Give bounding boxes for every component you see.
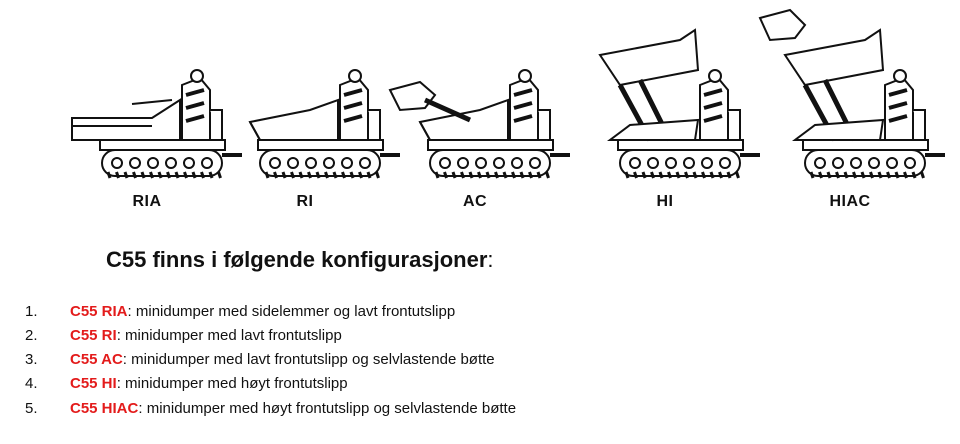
config-description: : minidumper med lavt frontutslipp: [116, 327, 342, 344]
machine-label: AC: [462, 193, 488, 210]
list-text: C55 HIAC: minidumper med høyt frontutsli…: [70, 400, 516, 417]
page-title: C55 finns i følgende konfigurasjoner:: [106, 247, 494, 273]
config-description: : minidumper med høyt frontutslipp: [116, 375, 348, 392]
config-description: : minidumper med sidelemmer og lavt fron…: [127, 303, 456, 320]
config-code: C55 RIA: [70, 303, 128, 320]
list-text: C55 RI: minidumper med lavt frontutslipp: [70, 327, 342, 344]
machine-ac: [380, 0, 578, 195]
list-number: 5.: [25, 400, 38, 417]
machine-ria: [52, 0, 250, 195]
machine-label: HI: [656, 193, 674, 210]
minidumper-ria-drawing: [71, 69, 250, 179]
config-code: C55 HI: [70, 375, 117, 392]
list-text: C55 RIA: minidumper med sidelemmer og la…: [70, 303, 455, 320]
minidumper-ac-drawing: [388, 69, 578, 179]
config-description: : minidumper med lavt frontutslipp og se…: [122, 351, 495, 368]
machine-label: HIAC: [829, 193, 871, 210]
machine-ri: [210, 0, 408, 195]
config-code: C55 AC: [70, 351, 123, 368]
minidumper-hi-drawing: [598, 28, 768, 179]
list-text: C55 HI: minidumper med høyt frontutslipp: [70, 375, 348, 392]
list-number: 1.: [25, 303, 38, 320]
list-number: 2.: [25, 327, 38, 344]
list-number: 4.: [25, 375, 38, 392]
machine-label: RIA: [132, 193, 162, 210]
config-description: : minidumper med høyt frontutslipp og se…: [138, 400, 517, 417]
minidumper-ri-drawing: [248, 69, 408, 179]
list-number: 3.: [25, 351, 38, 368]
config-code: C55 RI: [70, 327, 117, 344]
config-code: C55 HIAC: [70, 400, 139, 417]
heading-text: C55 finns i følgende konfigurasjoner: [106, 247, 488, 272]
machine-label: RI: [296, 193, 314, 210]
machine-hiac: [755, 0, 953, 195]
machine-hi: [570, 0, 768, 195]
heading-colon: :: [487, 247, 494, 272]
list-text: C55 AC: minidumper med lavt frontutslipp…: [70, 351, 495, 368]
minidumper-hiac-drawing: [758, 8, 953, 179]
